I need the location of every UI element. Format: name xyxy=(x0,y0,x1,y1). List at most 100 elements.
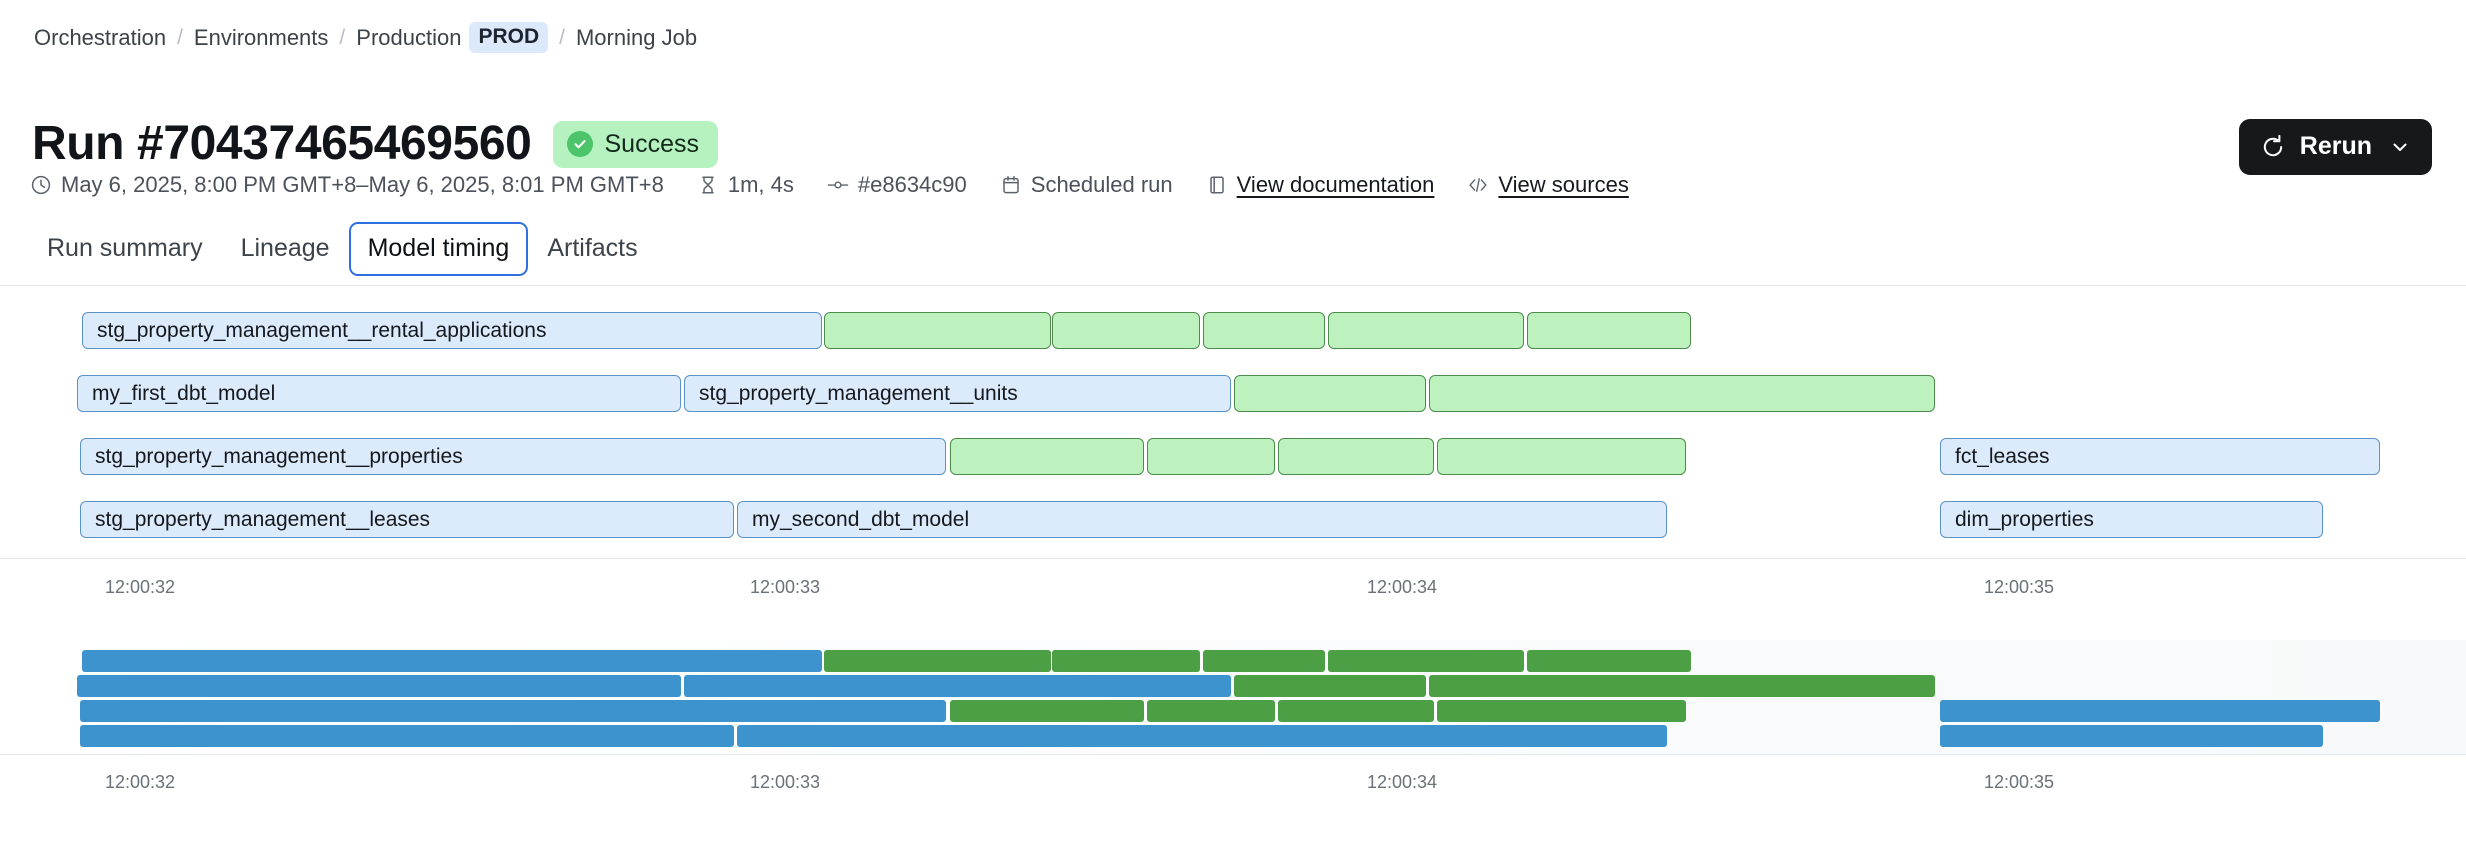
minimap-axis-line xyxy=(0,754,2466,755)
minimap-bar[interactable] xyxy=(1052,650,1200,672)
gantt-bar-label: stg_property_management__leases xyxy=(95,507,431,531)
gantt-axis-tick: 12:00:32 xyxy=(104,577,176,597)
minimap-bar[interactable] xyxy=(1940,725,2323,747)
minimap-bar[interactable] xyxy=(1527,650,1691,672)
minimap-bar[interactable] xyxy=(824,650,1051,672)
minimap-row xyxy=(0,650,2466,672)
minimap-bar[interactable] xyxy=(737,725,1667,747)
gantt-bar-dim_properties[interactable]: dim_properties xyxy=(1940,501,2323,538)
minimap-row xyxy=(0,675,2466,697)
gantt-bar-my_first_dbt_model[interactable]: my_first_dbt_model xyxy=(77,375,681,412)
breadcrumb-badge-prod: PROD xyxy=(469,22,549,53)
status-badge: Success xyxy=(553,120,718,168)
gantt-bar-test[interactable] xyxy=(1234,375,1426,412)
gantt-bar-fct_leases[interactable]: fct_leases xyxy=(1940,438,2380,475)
gantt-row: stg_property_management__leases my_second… xyxy=(0,501,2466,538)
commit-text: #e8634c90 xyxy=(857,172,967,197)
gantt-bar-label: my_first_dbt_model xyxy=(92,381,276,405)
gantt-bar-label: stg_property_management__rental_applicat… xyxy=(97,318,547,342)
minimap-bar[interactable] xyxy=(80,725,734,747)
tab-lineage[interactable]: Lineage xyxy=(240,234,330,262)
chevron-down-icon[interactable] xyxy=(2390,137,2410,157)
breadcrumb-item-orchestration[interactable]: Orchestration xyxy=(34,24,167,50)
gantt-bar-my_second_dbt_model[interactable]: my_second_dbt_model xyxy=(737,501,1667,538)
breadcrumb-item-production[interactable]: Production xyxy=(356,24,462,50)
view-sources-link[interactable]: View sources xyxy=(1498,172,1629,197)
gantt-axis-line xyxy=(0,558,2466,559)
breadcrumb-item-morning-job: Morning Job xyxy=(575,24,698,50)
rerun-button[interactable]: Rerun xyxy=(2238,119,2432,175)
meta-commit: #e8634c90 xyxy=(827,172,967,198)
minimap-bar[interactable] xyxy=(1429,675,1935,697)
refresh-icon xyxy=(2263,134,2282,156)
view-documentation-link[interactable]: View documentation xyxy=(1236,172,1435,197)
breadcrumb-separator: / xyxy=(177,25,183,49)
model-timing-gantt: stg_property_management__rental_applicat… xyxy=(0,312,2466,597)
gantt-bar-test[interactable] xyxy=(1437,438,1686,475)
code-icon xyxy=(1469,178,1487,192)
breadcrumb-separator: / xyxy=(559,25,565,49)
meta-trigger: Scheduled run xyxy=(1000,172,1173,198)
gantt-bar-test[interactable] xyxy=(1147,438,1275,475)
gantt-bar-stg_property_management__properties[interactable]: stg_property_management__properties xyxy=(80,438,946,475)
gantt-axis-tick: 12:00:35 xyxy=(1983,577,2055,597)
gantt-bar-stg_property_management__rental_applications[interactable]: stg_property_management__rental_applicat… xyxy=(82,312,822,349)
meta-sources[interactable]: View sources xyxy=(1467,172,1629,198)
gantt-bar-test[interactable] xyxy=(1429,375,1935,412)
rerun-label: Rerun xyxy=(2299,132,2372,160)
tab-model-timing[interactable]: Model timing xyxy=(348,222,529,276)
minimap-bar[interactable] xyxy=(1278,700,1434,722)
gantt-axis-tick: 12:00:34 xyxy=(1366,577,1438,597)
minimap-row xyxy=(0,700,2466,722)
tab-bar-divider xyxy=(0,285,2466,286)
minimap-bar[interactable] xyxy=(80,700,946,722)
minimap-bar[interactable] xyxy=(77,675,681,697)
minimap-bar[interactable] xyxy=(684,675,1231,697)
minimap-bar[interactable] xyxy=(950,700,1144,722)
minimap-bar[interactable] xyxy=(1940,700,2380,722)
gantt-bar-test[interactable] xyxy=(824,312,1051,349)
minimap-axis-tick: 12:00:33 xyxy=(749,772,821,792)
gantt-bar-stg_property_management__units[interactable]: stg_property_management__units xyxy=(684,375,1231,412)
gantt-row: stg_property_management__rental_applicat… xyxy=(0,312,2466,349)
minimap-bar[interactable] xyxy=(1147,700,1275,722)
gantt-bar-label: fct_leases xyxy=(1955,444,2050,468)
gantt-bar-test[interactable] xyxy=(1527,312,1691,349)
breadcrumb: Orchestration / Environments / Production PRO… xyxy=(34,22,697,53)
check-circle-icon xyxy=(567,131,594,158)
duration-text: 1m, 4s xyxy=(727,172,794,197)
tab-artifacts[interactable]: Artifacts xyxy=(547,234,638,262)
gantt-bar-stg_property_management__leases[interactable]: stg_property_management__leases xyxy=(80,501,734,538)
clock-icon xyxy=(31,175,51,195)
gantt-bar-label: stg_property_management__properties xyxy=(95,444,463,468)
calendar-icon xyxy=(1003,176,1019,194)
minimap-row xyxy=(0,725,2466,747)
page-title: Run #70437465469560 xyxy=(32,117,532,171)
minimap-bar[interactable] xyxy=(1437,700,1686,722)
status-label: Success xyxy=(604,129,699,158)
tab-run-summary[interactable]: Run summary xyxy=(47,234,203,262)
breadcrumb-separator: / xyxy=(339,25,346,49)
gantt-row: my_first_dbt_model stg_property_managemen… xyxy=(0,375,2466,412)
run-metadata: May 6, 2025, 8:00 PM GMT+8–May 6, 2025, … xyxy=(30,172,1629,198)
minimap-bar[interactable] xyxy=(82,650,822,672)
minimap-bar[interactable] xyxy=(1234,675,1426,697)
minimap-bar[interactable] xyxy=(1328,650,1524,672)
minimap-bar[interactable] xyxy=(1203,650,1325,672)
minimap-axis-tick: 12:00:34 xyxy=(1366,772,1438,792)
time-range-text: May 6, 2025, 8:00 PM GMT+8–May 6, 2025, … xyxy=(61,172,664,197)
gantt-bar-test[interactable] xyxy=(1278,438,1434,475)
gantt-bar-test[interactable] xyxy=(1203,312,1325,349)
meta-documentation[interactable]: View documentation xyxy=(1206,172,1435,198)
minimap-axis-tick: 12:00:35 xyxy=(1983,772,2055,792)
gantt-bar-test[interactable] xyxy=(950,438,1144,475)
trigger-text: Scheduled run xyxy=(1030,172,1173,197)
gantt-bar-test[interactable] xyxy=(1328,312,1524,349)
gantt-bar-test[interactable] xyxy=(1052,312,1200,349)
meta-time-range: May 6, 2025, 8:00 PM GMT+8–May 6, 2025, … xyxy=(30,172,664,198)
breadcrumb-item-environments[interactable]: Environments xyxy=(193,24,329,50)
meta-duration: 1m, 4s xyxy=(697,172,794,198)
gantt-row: stg_property_management__properties fct_l… xyxy=(0,438,2466,475)
